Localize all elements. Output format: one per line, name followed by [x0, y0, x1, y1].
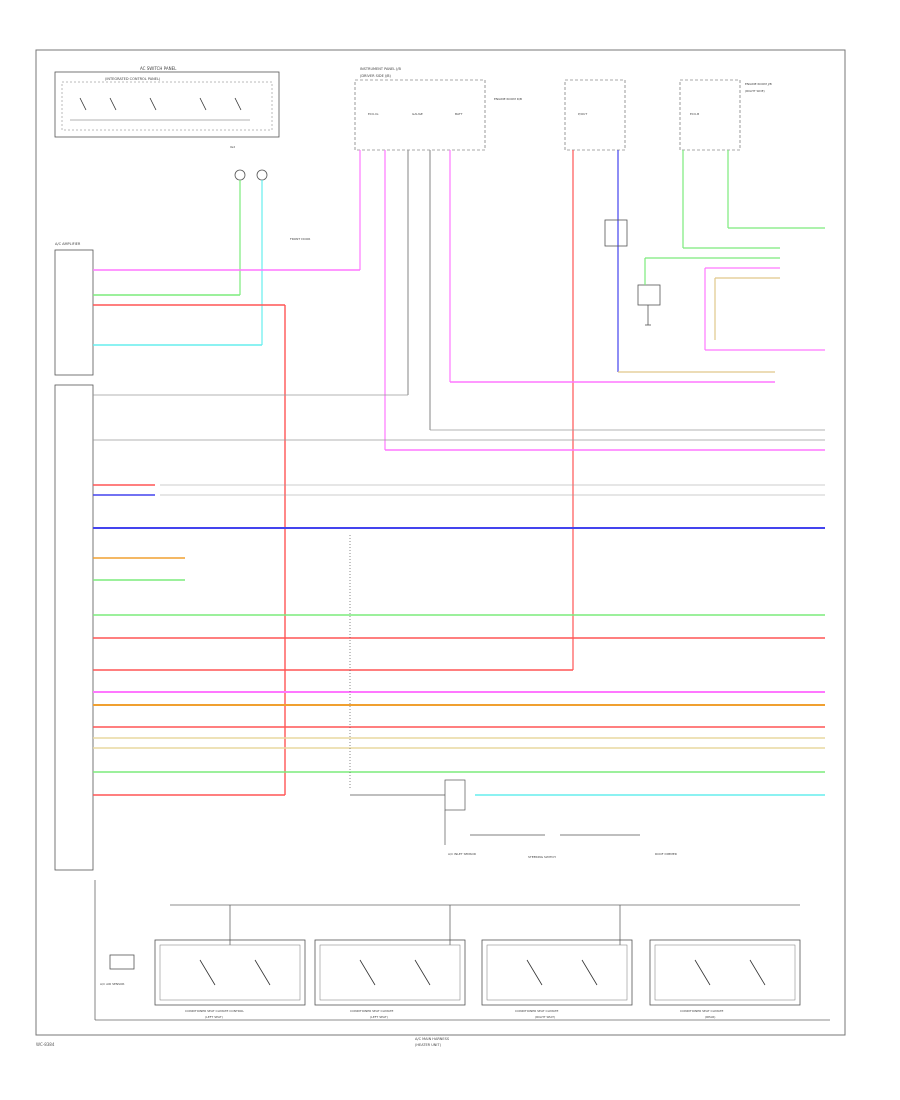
mid-label-b: FRONT DOOR [290, 237, 310, 241]
vertical-wires [359, 150, 729, 670]
fuse-b: GAUGE [412, 112, 423, 116]
right-top-label: ENGINE ROOM J/B [745, 82, 772, 86]
seat-switch-1: CONDITIONER SEAT CLIMATE CONTROL (LEFT S… [154, 939, 306, 1019]
seat-switch-2: CONDITIONER SEAT CLIMATE (LEFT SEAT) [314, 939, 466, 1019]
ac-switch-panel-sublabel: (INTEGRATED CONTROL PANEL) [105, 77, 161, 81]
relay-device [234, 169, 268, 345]
seat-switch-3-sublabel: (RIGHT SEAT) [535, 1015, 555, 1019]
junction-block-label: INSTRUMENT PANEL J/B [360, 67, 401, 71]
seat-switch-2-label: CONDITIONER SEAT CLIMATE [350, 1009, 393, 1013]
fuse-a: ECU-IG [368, 112, 379, 116]
bottom-bus [94, 880, 830, 1021]
footer-code: WC-8384 [36, 1042, 55, 1047]
fuse-e: ECU-B [690, 112, 699, 116]
center-device-2-label: STEERING SWITCH [528, 855, 556, 859]
seat-switch-4-label: CONDITIONER SEAT CLIMATE [680, 1009, 723, 1013]
junction-block: INSTRUMENT PANEL J/B (DRIVER SIDE J/B) E… [354, 67, 522, 151]
seat-switch-1-label: CONDITIONER SEAT CLIMATE CONTROL [185, 1009, 244, 1013]
right-devices [604, 219, 661, 326]
bottom-harness-label: A/C MAIN HARNESS [415, 1037, 450, 1041]
air-sensor: A/C AIR SENSOR [100, 954, 135, 986]
diagram-frame [35, 49, 846, 1036]
ground-label: IG2 [230, 145, 235, 149]
seat-switch-1-sublabel: (LEFT SEAT) [205, 1015, 223, 1019]
seat-switch-4: CONDITIONER SEAT CLIMATE (REAR) [649, 939, 801, 1019]
mid-label-a: ENGINE ROOM R/B [494, 97, 522, 101]
horizontal-wires [93, 269, 825, 796]
right-connector-wires [618, 227, 825, 373]
bottom-harness-sublabel: (HEATER UNIT) [415, 1043, 442, 1047]
center-device-1-label: A/C INLET SENSOR [448, 852, 476, 856]
right-top-sublabel: (RIGHT SIDE) [745, 89, 765, 93]
air-sensor-label: A/C AIR SENSOR [100, 982, 124, 986]
ac-amplifier-label: A/C AMPLIFIER [55, 242, 81, 246]
ac-switch-panel-label: AC SWITCH PANEL [140, 66, 177, 71]
seat-switch-4-sublabel: (REAR) [705, 1015, 715, 1019]
seat-switch-3-label: CONDITIONER SEAT CLIMATE [515, 1009, 558, 1013]
fuse-d: P/OUT [578, 112, 587, 116]
junction-block-sublabel: (DRIVER SIDE J/B) [360, 74, 392, 78]
center-devices [349, 535, 640, 845]
right-device-label: ROOF DIMMER [655, 852, 677, 856]
engine-room-jb: P/OUT ECU-B ENGINE ROOM J/B (RIGHT SIDE) [564, 79, 772, 151]
seat-switch-3: CONDITIONER SEAT CLIMATE (RIGHT SEAT) [481, 939, 633, 1019]
fuse-c: BATT [455, 112, 463, 116]
ac-amplifier: A/C AMPLIFIER [54, 242, 94, 871]
ac-switch-panel: AC SWITCH PANEL (INTEGRATED CONTROL PANE… [54, 66, 280, 138]
seat-switch-2-sublabel: (LEFT SEAT) [370, 1015, 388, 1019]
